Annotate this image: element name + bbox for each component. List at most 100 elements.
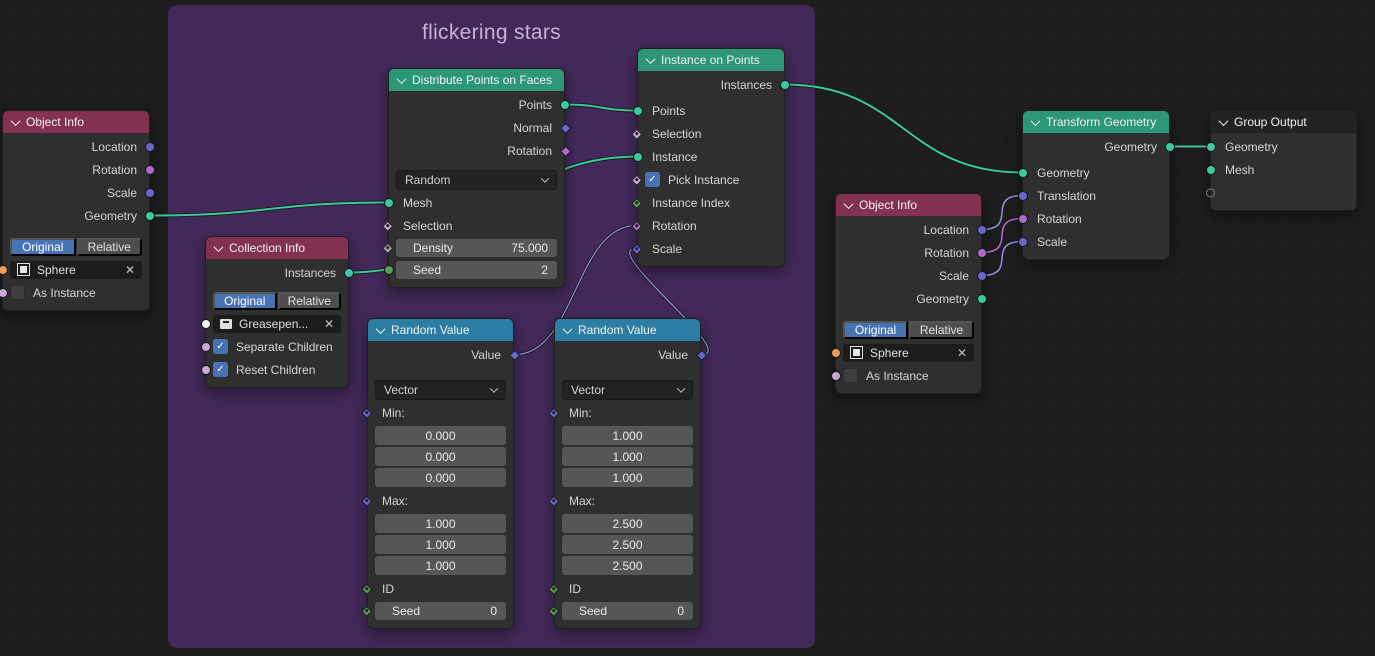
output-row: Value: [368, 343, 521, 366]
node-header[interactable]: Random Value: [555, 319, 700, 341]
mesh-socket[interactable]: [1205, 164, 1216, 175]
relative-button[interactable]: Relative: [909, 320, 974, 339]
vector-component-field[interactable]: 1.000: [375, 556, 506, 575]
vector-component-field[interactable]: 1.000: [562, 426, 693, 445]
input-label: Rotation: [1037, 211, 1082, 226]
separate-children-socket[interactable]: [200, 341, 211, 352]
vector-component-field[interactable]: 0.000: [375, 426, 506, 445]
mode-dropdown[interactable]: Vector: [562, 379, 693, 400]
vector-component-field[interactable]: 1.000: [562, 468, 693, 487]
node-header[interactable]: Group Output: [1211, 111, 1356, 133]
vector-component-field[interactable]: 0.000: [375, 447, 506, 466]
collapse-chevron-icon[interactable]: [375, 323, 386, 334]
node-header[interactable]: Object Info: [836, 194, 981, 216]
output-row: Scale: [836, 264, 987, 287]
node-header[interactable]: Distribute Points on Faces: [389, 69, 564, 91]
collapse-chevron-icon[interactable]: [1030, 115, 1041, 126]
collection-socket[interactable]: [200, 318, 211, 329]
node-header[interactable]: Instance on Points: [638, 49, 784, 71]
node-header[interactable]: Random Value: [368, 319, 513, 341]
collapse-chevron-icon[interactable]: [396, 73, 407, 84]
node-header[interactable]: Collection Info: [206, 237, 348, 259]
as-instance-checkbox[interactable]: [843, 368, 858, 383]
geometry-socket[interactable]: [144, 210, 155, 221]
instances-socket[interactable]: [343, 267, 354, 278]
geometry-in-socket[interactable]: [1017, 167, 1028, 178]
object-field[interactable]: Sphere✕: [843, 343, 974, 362]
points-socket[interactable]: [632, 105, 643, 116]
collapse-chevron-icon[interactable]: [843, 198, 854, 209]
input-label: Instance Index: [652, 195, 731, 210]
vector-component-field[interactable]: 0.000: [375, 468, 506, 487]
object-socket[interactable]: [0, 264, 8, 275]
rotation-socket[interactable]: [1017, 213, 1028, 224]
pick-instance-checkbox[interactable]: ✓: [645, 172, 660, 187]
output-label: Geometry: [84, 208, 137, 223]
original-button[interactable]: Original: [213, 291, 277, 310]
original-button[interactable]: Original: [10, 237, 76, 256]
instance-socket[interactable]: [632, 151, 643, 162]
mode-dropdown[interactable]: Vector: [375, 379, 506, 400]
node-header[interactable]: Object Info: [3, 111, 149, 133]
separate-children-checkbox[interactable]: ✓: [213, 339, 228, 354]
collapse-chevron-icon[interactable]: [562, 323, 573, 334]
vector-component-field[interactable]: 1.000: [562, 447, 693, 466]
collapse-chevron-icon[interactable]: [645, 53, 656, 64]
seed-socket[interactable]: [383, 265, 394, 275]
reset-children-socket[interactable]: [200, 364, 211, 375]
original-button[interactable]: Original: [843, 320, 908, 339]
rotation-socket[interactable]: [976, 247, 987, 258]
mesh-socket[interactable]: [383, 197, 394, 208]
vector-component-field[interactable]: 2.500: [562, 535, 693, 554]
vector-component-field[interactable]: 1.000: [375, 535, 506, 554]
as-instance-socket[interactable]: [0, 287, 8, 298]
mode-dropdown[interactable]: Random: [396, 169, 557, 190]
as-instance-checkbox[interactable]: [10, 285, 25, 300]
collapse-chevron-icon[interactable]: [10, 115, 21, 126]
scale-socket[interactable]: [1017, 236, 1028, 247]
object-socket[interactable]: [830, 347, 841, 358]
vector-component-field[interactable]: 1.000: [375, 514, 506, 533]
collection-field[interactable]: Greasepen...✕: [213, 314, 341, 333]
node-link-outline: [981, 193, 1023, 232]
virtual-socket[interactable]: [1205, 188, 1215, 197]
relative-button[interactable]: Relative: [277, 291, 341, 310]
geometry-socket[interactable]: [1205, 141, 1216, 152]
reset-children-checkbox[interactable]: ✓: [213, 362, 228, 377]
relative-button[interactable]: Relative: [76, 237, 142, 256]
vector-component-field[interactable]: 2.500: [562, 514, 693, 533]
vector-component-field[interactable]: 2.500: [562, 556, 693, 575]
geometry-out-socket[interactable]: [1164, 141, 1175, 152]
close-icon[interactable]: ✕: [956, 345, 967, 360]
object-field[interactable]: Sphere✕: [10, 260, 142, 279]
close-icon[interactable]: ✕: [124, 262, 135, 277]
collapse-chevron-icon[interactable]: [213, 241, 224, 252]
points-socket[interactable]: [559, 99, 570, 110]
translation-socket[interactable]: [1017, 190, 1028, 201]
instances-socket[interactable]: [779, 79, 790, 90]
scale-socket[interactable]: [144, 187, 155, 198]
collapse-chevron-icon[interactable]: [1218, 115, 1229, 126]
rotation-socket[interactable]: [144, 164, 155, 175]
geometry-socket[interactable]: [976, 293, 987, 304]
as-instance-socket[interactable]: [830, 370, 841, 381]
close-icon[interactable]: ✕: [323, 316, 334, 331]
node-header[interactable]: Transform Geometry: [1023, 111, 1169, 133]
scale-socket[interactable]: [976, 270, 987, 281]
location-socket[interactable]: [976, 224, 987, 235]
location-socket[interactable]: [144, 141, 155, 152]
